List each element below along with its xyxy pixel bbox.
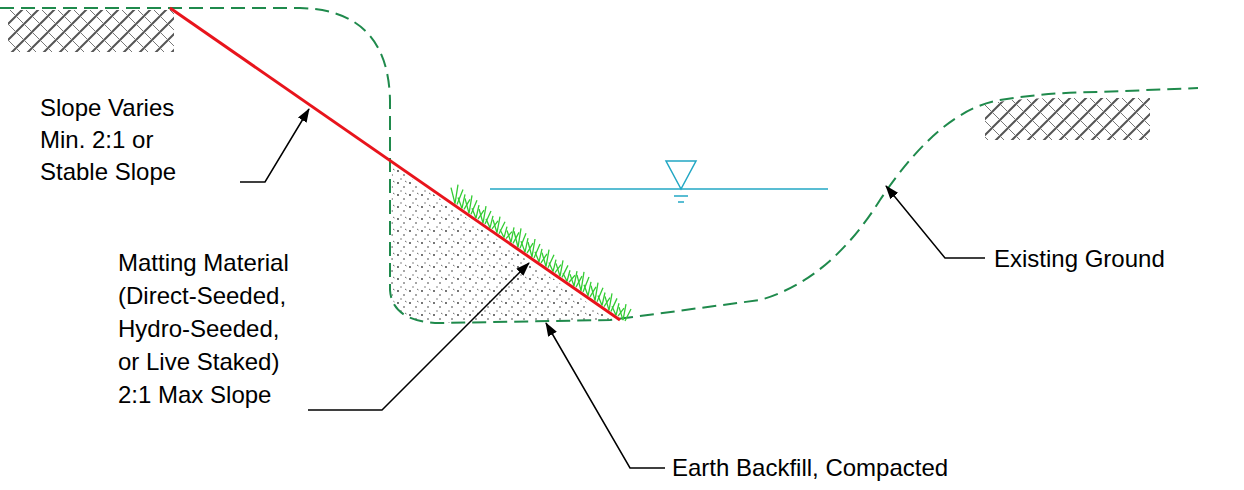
grass-blade	[570, 271, 582, 287]
grass-blade	[479, 206, 491, 224]
grass	[451, 185, 631, 321]
grass-blade	[577, 272, 589, 292]
water-surface	[490, 188, 828, 190]
leader-line	[240, 109, 309, 182]
leader-line	[308, 263, 529, 410]
grass-blade	[605, 293, 617, 311]
leader-line	[886, 186, 985, 258]
ground-hatch	[985, 98, 1150, 140]
callout-label: Matting Material (Direct-Seeded, Hydro-S…	[118, 246, 300, 411]
grass-blade	[542, 250, 554, 268]
grass-blade	[451, 185, 463, 205]
grass-blade	[591, 283, 603, 302]
water-symbol	[666, 161, 696, 189]
grass-blade	[465, 195, 477, 214]
callout-label: Existing Ground	[994, 243, 1165, 275]
grass-blade	[528, 239, 540, 258]
callout-label: Slope Varies Min. 2:1 or Stable Slope	[40, 92, 222, 188]
ground-hatch	[8, 10, 174, 52]
callout-label: Earth Backfill, Compacted	[672, 452, 948, 484]
grass-blade	[514, 228, 526, 248]
water-symbol	[678, 201, 684, 203]
leader-line	[546, 323, 665, 468]
water-symbol	[674, 195, 688, 197]
grass-blade	[507, 227, 519, 243]
grass-blade	[493, 217, 505, 234]
grass-blade	[556, 260, 568, 277]
grass-blade	[619, 304, 631, 321]
